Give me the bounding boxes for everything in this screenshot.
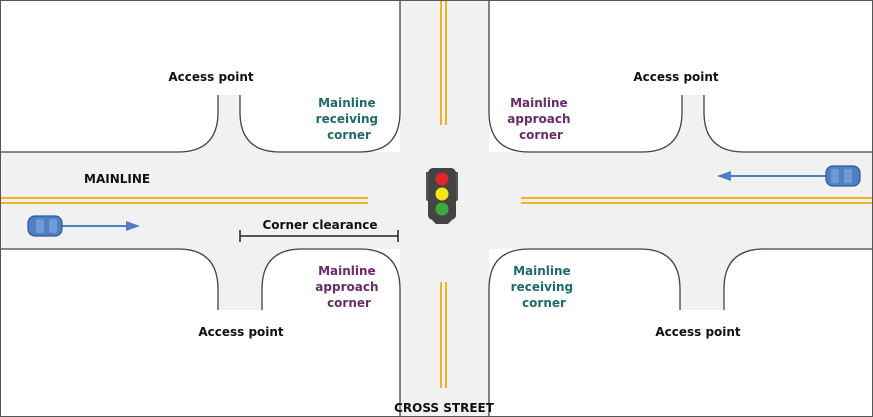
access-point-label-top-left: Access point	[168, 70, 254, 84]
arrow-west-icon	[717, 171, 731, 181]
road-edge-sw	[0, 248, 401, 417]
arrow-east-icon	[126, 221, 140, 231]
car-icon	[825, 165, 861, 187]
approach-corner-label-ne: Mainline approach corner	[507, 96, 574, 142]
signal-red-lamp	[435, 172, 449, 186]
cross-street-label: CROSS STREET	[394, 401, 495, 415]
signal-green-lamp	[435, 202, 449, 216]
corner-clearance-label: Corner clearance	[262, 218, 377, 232]
traffic-light-icon	[426, 168, 458, 224]
car-icon	[27, 215, 63, 237]
road-edge-se	[488, 248, 873, 417]
access-point-label-top-right: Access point	[633, 70, 719, 84]
signal-yellow-lamp	[435, 187, 449, 201]
access-point-label-bottom-left: Access point	[198, 325, 284, 339]
road-edge-ne	[488, 0, 873, 153]
receiving-corner-label-nw: Mainline receiving corner	[316, 96, 383, 142]
road-edge-nw	[0, 0, 401, 153]
labels: Access point Access point Access point A…	[84, 70, 741, 415]
access-point-label-bottom-right: Access point	[655, 325, 741, 339]
corner-clearance-dimension	[239, 230, 399, 242]
receiving-corner-label-se: Mainline receiving corner	[511, 264, 578, 310]
approach-corner-label-sw: Mainline approach corner	[315, 264, 382, 310]
vehicle-eastbound	[27, 215, 140, 237]
mainline-label: MAINLINE	[84, 172, 150, 186]
vehicle-westbound	[717, 165, 861, 187]
centerlines	[0, 0, 873, 388]
